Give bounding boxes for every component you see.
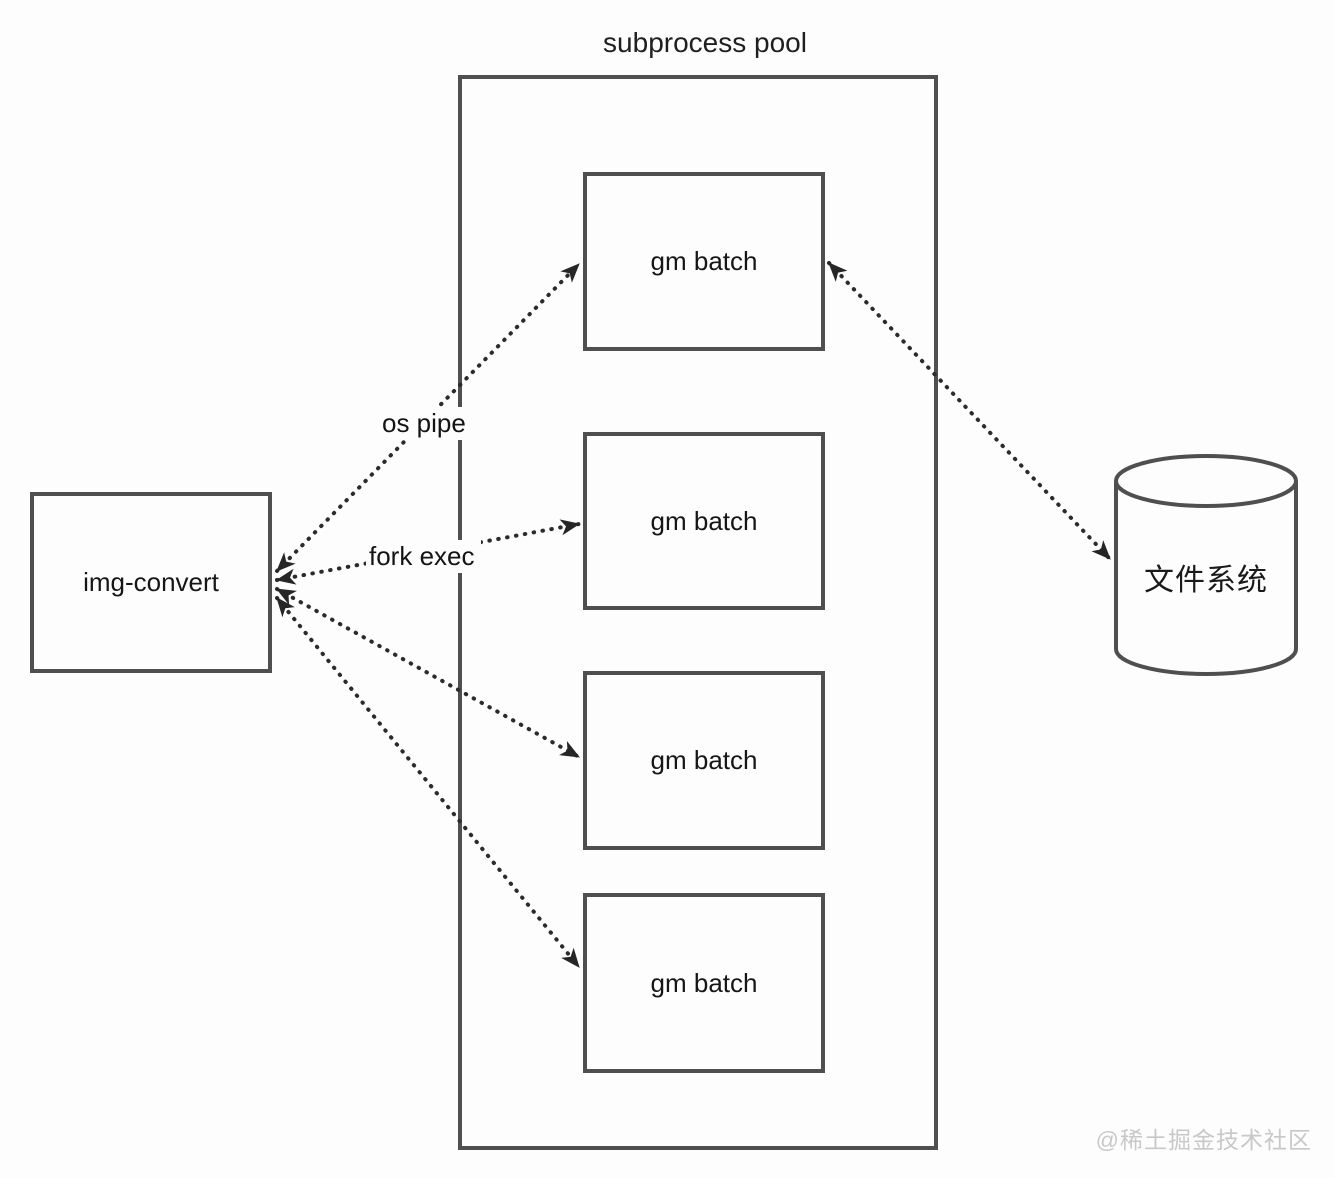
worker-box-4-label: gm batch: [650, 967, 758, 998]
os-pipe-edge-label: os pipe: [379, 407, 472, 440]
worker-box-1-label: gm batch: [650, 246, 758, 276]
worker-box-2: gm batch: [583, 432, 825, 610]
fork-exec-edge-label: fork exec: [366, 540, 481, 573]
file-system-label: 文件系统: [1144, 564, 1268, 597]
img-convert-box: img-convert: [30, 492, 272, 673]
watermark-text: @稀土掘金技术社区: [1095, 1127, 1312, 1153]
worker-box-3: gm batch: [583, 671, 825, 850]
subprocess-pool-title: subprocess pool: [603, 27, 807, 58]
worker-box-1: gm batch: [583, 172, 825, 351]
worker-box-3-label: gm batch: [650, 745, 758, 775]
worker-box-2-label: gm batch: [650, 505, 758, 536]
img-convert-label: img-convert: [83, 567, 219, 597]
worker-box-4: gm batch: [583, 893, 825, 1073]
